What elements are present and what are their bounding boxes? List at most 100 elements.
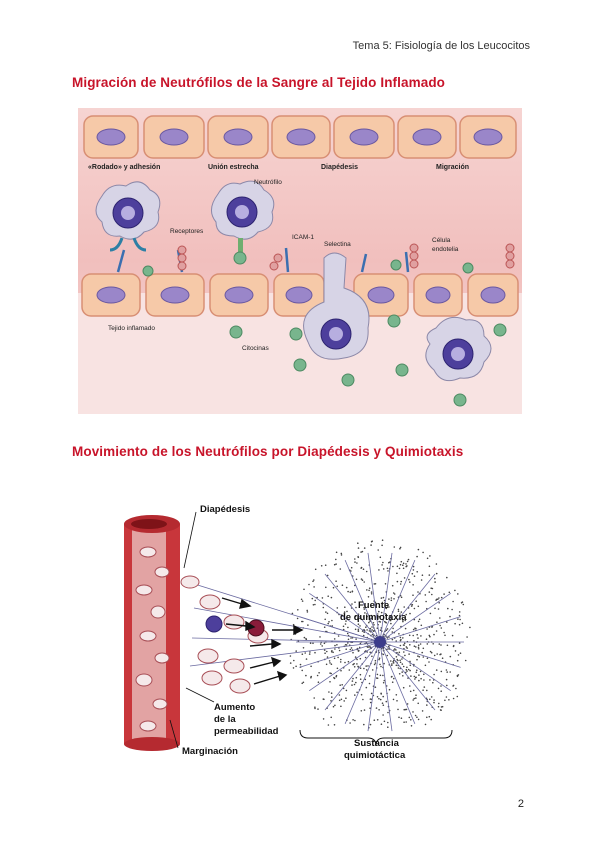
chemotactic-dot — [378, 657, 381, 659]
chemotactic-dot — [458, 623, 461, 626]
chemotactic-dot — [413, 645, 416, 647]
chemotactic-dot — [314, 706, 316, 708]
chemotactic-dot — [415, 671, 418, 674]
chemotactic-dot — [333, 724, 336, 726]
chemotactic-dot — [461, 622, 464, 625]
chemotactic-dot — [364, 656, 367, 659]
chemotactic-dot — [396, 572, 398, 575]
chemotactic-dot — [457, 674, 460, 676]
chemotactic-dot — [433, 673, 435, 676]
chemotactic-dot — [305, 674, 307, 677]
chemotactic-dot — [386, 654, 389, 657]
chemotactic-dot — [397, 708, 399, 711]
chemotactic-dot — [435, 630, 438, 632]
chemotactic-dot — [412, 565, 415, 568]
label-aumento-3: permeabilidad — [214, 726, 279, 737]
running-header: Tema 5: Fisiología de los Leucocitos — [352, 40, 530, 52]
stage-label-migracion: Migración — [436, 164, 469, 171]
chemotactic-dot — [417, 605, 420, 608]
chemotactic-dot — [415, 694, 417, 696]
chemotactic-dot — [365, 665, 367, 667]
chemotactic-dot — [399, 661, 402, 664]
chemotactic-dot — [414, 678, 416, 680]
chemotactic-dot — [339, 568, 342, 570]
chemotactic-dot — [370, 540, 373, 543]
chemotactic-dot — [391, 584, 394, 587]
chemotactic-dot — [365, 626, 367, 628]
chemotactic-dot — [356, 691, 358, 694]
chemotactic-dot — [328, 621, 330, 623]
chemotactic-dot — [435, 563, 438, 565]
chemotactic-dot — [400, 611, 403, 613]
chemotactic-dot — [440, 685, 442, 687]
chemotactic-dot — [368, 589, 370, 592]
chemotactic-dot — [388, 598, 390, 600]
chemotactic-dot — [376, 696, 379, 698]
chemotactic-dot — [437, 705, 440, 708]
chemotactic-dot — [413, 640, 415, 642]
chemotactic-dot — [333, 638, 336, 640]
chemotactic-dot — [345, 648, 347, 650]
chemotactic-dot — [295, 665, 297, 668]
chemotactic-dot — [443, 631, 445, 634]
chemotactic-dot — [356, 663, 358, 665]
chemotactic-dot — [368, 675, 371, 677]
chemotaxis-ray — [379, 641, 393, 732]
chemotactic-dot — [400, 717, 403, 719]
chemotactic-dot — [331, 619, 333, 622]
chemotactic-dot — [422, 647, 425, 650]
chemotactic-dot — [435, 669, 438, 671]
chemotactic-dot — [430, 718, 433, 721]
chemotactic-dot — [406, 560, 409, 563]
chemotactic-dot — [412, 711, 414, 713]
chemotactic-dot — [440, 627, 443, 629]
chemotactic-dot — [417, 548, 420, 551]
bottom-endothelium-row — [81, 273, 519, 317]
chemotactic-dot — [382, 695, 385, 698]
chemotaxis-ray — [299, 641, 381, 668]
chemotactic-dot — [363, 667, 365, 670]
chemotactic-dot — [399, 563, 402, 566]
chemotactic-dot — [368, 630, 371, 632]
chemotactic-dot — [333, 657, 336, 660]
chemotactic-dot — [426, 689, 428, 692]
chemotaxis-ray — [379, 641, 451, 692]
chemotactic-dot — [403, 651, 405, 653]
chemotactic-dot — [378, 606, 381, 608]
chemotactic-dot — [405, 721, 408, 723]
chemotactic-dot — [413, 697, 416, 700]
chemotactic-dot — [398, 633, 400, 635]
chemotactic-dot — [420, 635, 422, 637]
chemotactic-dot — [402, 637, 404, 639]
chemotactic-dot — [381, 702, 384, 704]
chemotactic-dot — [309, 642, 312, 644]
chemotactic-dot — [429, 679, 431, 681]
chemotactic-dot — [314, 651, 316, 654]
chemotactic-dot — [389, 619, 392, 622]
chemotactic-dot — [382, 681, 385, 684]
chemotactic-dot — [405, 668, 408, 671]
chemotactic-dot — [305, 658, 308, 660]
chemotactic-dot — [454, 622, 456, 625]
chemotactic-dot — [426, 704, 428, 706]
chemotactic-dot — [337, 656, 339, 659]
chemotactic-dot — [404, 627, 407, 630]
chemotactic-dot — [387, 721, 389, 724]
chemotactic-dot — [326, 656, 329, 658]
chemotactic-dot — [433, 654, 436, 657]
label-aumento-2: de la — [214, 714, 236, 725]
chemotaxis-ray — [379, 592, 451, 643]
chemotactic-dot — [400, 596, 403, 599]
chemotactic-dot — [340, 658, 342, 661]
chemotactic-dot — [406, 666, 408, 669]
chemotactic-dot — [440, 596, 443, 599]
chemotaxis-ray — [187, 581, 381, 643]
label-celula-2: endotelia — [432, 246, 459, 253]
chemotactic-dot — [292, 667, 295, 669]
chemotactic-dot — [408, 653, 410, 655]
chemotactic-dot — [354, 694, 356, 696]
chemotactic-dot — [350, 570, 352, 572]
chemotactic-dot — [383, 679, 386, 682]
chemotactic-dot — [405, 565, 408, 568]
chemotactic-dot — [375, 707, 378, 709]
